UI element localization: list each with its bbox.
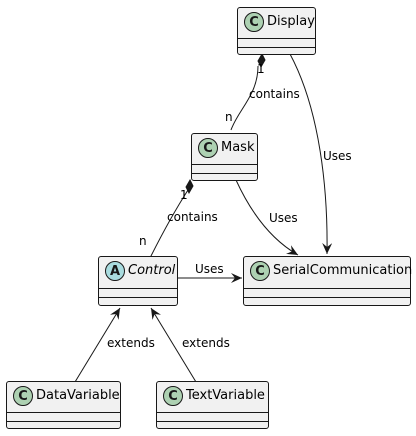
divider [244, 288, 410, 289]
composition-line-mask-control [149, 189, 189, 259]
divider [244, 297, 410, 298]
multiplicity-mask-1: 1 [180, 188, 188, 202]
divider [7, 412, 120, 413]
class-box-display[interactable]: C Display [237, 7, 316, 55]
class-box-serialcommunication[interactable]: C SerialCommunication [243, 256, 413, 306]
class-badge-icon: C [198, 138, 218, 158]
multiplicity-control-n: n [139, 234, 147, 248]
composition-diamond-mask [185, 178, 194, 195]
multiplicity-display-1: 1 [257, 62, 265, 76]
class-name: Mask [221, 140, 255, 155]
composition-line-display-mask [230, 65, 259, 131]
divider [157, 412, 268, 413]
relation-label-display-serial: Uses [323, 149, 352, 163]
relation-label-textvar-extends: extends [182, 336, 230, 350]
divider [99, 297, 177, 298]
divider [238, 47, 315, 48]
relation-label-datavar-extends: extends [107, 336, 155, 350]
class-name: Display [267, 14, 315, 29]
multiplicity-mask-n: n [225, 110, 233, 124]
class-name: SerialCommunication [273, 263, 413, 278]
dependency-line-display-serial [289, 53, 333, 255]
class-name: Control [128, 263, 176, 278]
relation-label-display-mask: contains [249, 87, 300, 101]
class-name: TextVariable [186, 388, 265, 403]
relation-label-control-serial: Uses [195, 262, 224, 276]
class-box-mask[interactable]: C Mask [191, 133, 258, 181]
divider [238, 38, 315, 39]
divider [192, 164, 257, 165]
generalization-line-datavar-control [74, 307, 121, 383]
class-box-textvariable[interactable]: C TextVariable [156, 381, 269, 429]
class-box-datavariable[interactable]: C DataVariable [6, 381, 121, 429]
divider [157, 421, 268, 422]
relation-label-mask-control: contains [167, 210, 218, 224]
class-box-control[interactable]: A Control [98, 256, 178, 306]
class-badge-icon: C [163, 386, 183, 406]
class-badge-icon: C [13, 386, 33, 406]
divider [192, 173, 257, 174]
composition-diamond-display [257, 52, 266, 69]
class-badge-icon: C [250, 261, 270, 281]
divider [99, 288, 177, 289]
divider [7, 421, 120, 422]
generalization-line-textvar-control [150, 307, 197, 383]
dependency-line-mask-serial [235, 179, 299, 256]
abstract-badge-icon: A [105, 261, 125, 281]
class-badge-icon: C [244, 12, 264, 32]
class-name: DataVariable [36, 388, 120, 403]
relation-label-mask-serial: Uses [269, 211, 298, 225]
